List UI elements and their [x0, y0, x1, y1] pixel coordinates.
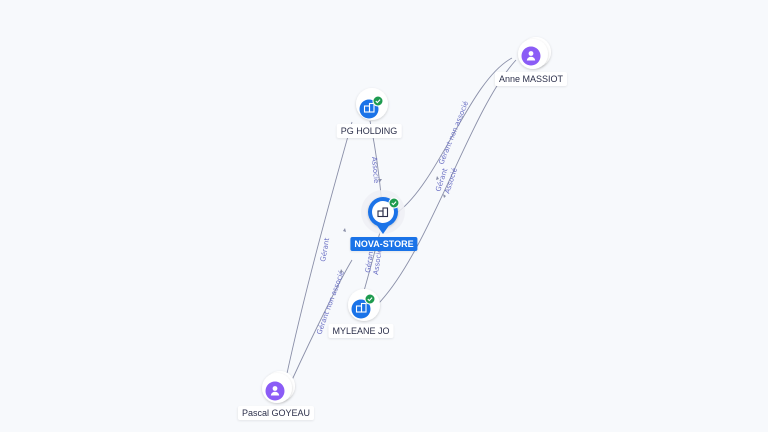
arrow-icon	[436, 176, 439, 180]
label-pascal-goyeau[interactable]: Pascal GOYEAU	[237, 406, 315, 420]
node-pg-holding[interactable]	[356, 88, 388, 120]
person-icon	[526, 51, 536, 61]
label-pg-holding[interactable]: PG HOLDING	[336, 124, 402, 138]
person-icon	[270, 386, 280, 396]
edge-label-anne-nova: Gérant non associé	[437, 100, 470, 166]
arrow-icon	[378, 179, 382, 182]
edge-pascal-myleane[interactable]	[291, 259, 353, 381]
node-anne-massiot[interactable]	[518, 37, 551, 69]
label-anne-massiot[interactable]: Anne MASSIOT	[494, 72, 568, 86]
map-pin-tip	[376, 224, 390, 234]
verified-check-icon	[372, 95, 384, 107]
node-pascal-goyeau[interactable]	[262, 371, 295, 403]
node-nova-store[interactable]	[361, 190, 405, 234]
edge-pascal-pg[interactable]	[285, 121, 353, 379]
edge-label-myleane-nova-2: Associé	[372, 248, 384, 275]
node-myleane-jo[interactable]	[348, 289, 380, 321]
label-nova-store[interactable]: NOVA-STORE	[350, 237, 418, 251]
arrow-icon	[343, 228, 346, 232]
edge-anne-nova[interactable]	[397, 57, 513, 213]
person-node-circle	[521, 46, 541, 66]
building-icon	[377, 207, 389, 218]
arrow-icon	[443, 194, 446, 198]
edge-label-pascal-pg: Gérant	[319, 237, 331, 262]
edge-label-pg-nova: Associé	[370, 156, 380, 183]
label-myleane-jo[interactable]: MYLEANE JO	[328, 324, 394, 338]
verified-check-icon	[388, 197, 400, 209]
edge-label-myleane-nova-1: Gérant	[364, 248, 375, 273]
building-icon	[363, 102, 375, 113]
verified-check-icon	[364, 293, 376, 305]
building-icon	[355, 302, 367, 313]
person-node-circle	[265, 381, 285, 401]
arrow-icon	[340, 269, 343, 273]
